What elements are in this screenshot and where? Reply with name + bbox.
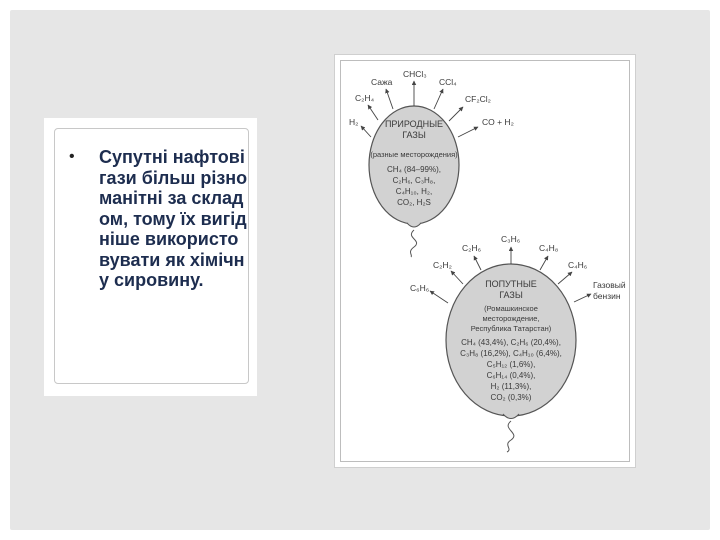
product-c2h4: C₂H₄ (355, 93, 375, 103)
natural-arrows (360, 80, 479, 138)
natural-composition-1: CH₄ (84–99%), (387, 165, 441, 174)
product-c6h6: C₆H₆ (410, 283, 429, 293)
associated-composition-1: CH₄ (43,4%), C₂H₆ (20,4%), (461, 338, 561, 347)
product-cf2cl2: CF₂Cl₂ (465, 94, 491, 104)
text-panel: • Супутні нафтові гази більш різноманітн… (44, 118, 257, 396)
product-c4h8: C₄H₈ (539, 243, 559, 253)
associated-sub-1: (Ромашкинское (484, 304, 538, 313)
associated-arrows (429, 246, 592, 304)
bullet-text: Супутні нафтові гази більш різноманітні … (99, 147, 248, 290)
natural-composition-4: CO₂, H₂S (397, 198, 431, 207)
associated-composition-5: H₂ (11,3%), (491, 382, 532, 391)
product-gasoline-1: Газовый (593, 280, 626, 290)
associated-gas-balloon: ПОПУТНЫЕ ГАЗЫ (Ромашкинское месторождени… (410, 234, 626, 453)
product-gasoline-2: бензин (593, 291, 621, 301)
natural-title-2: ГАЗЫ (402, 130, 426, 140)
gas-balloons-diagram: ПРИРОДНЫЕ ГАЗЫ (разные месторождения) CH… (349, 69, 626, 453)
natural-title-1: ПРИРОДНЫЕ (385, 119, 443, 129)
associated-composition-2: C₃H₈ (16,2%), C₄H₁₀ (6,4%), (460, 349, 562, 358)
associated-title-2: ГАЗЫ (499, 290, 523, 300)
bullet-marker: • (69, 148, 75, 165)
bullet-item: • Супутні нафтові гази більш різноманітн… (69, 147, 247, 291)
diagram-frame (340, 60, 630, 462)
associated-composition-4: C₆H₁₄ (0,4%), (487, 371, 536, 380)
product-c3h6: C₃H₆ (501, 234, 520, 244)
product-c2h6: C₂H₆ (462, 243, 481, 253)
natural-composition-2: C₂H₆, C₃H₈, (393, 176, 436, 185)
product-c4h6: C₄H₆ (568, 260, 587, 270)
product-soot: Сажа (371, 77, 393, 87)
associated-composition-6: CO₂ (0,3%) (491, 393, 532, 402)
diagram-panel: ПРИРОДНЫЕ ГАЗЫ (разные месторождения) CH… (334, 54, 636, 468)
text-box: • Супутні нафтові гази більш різноманітн… (54, 128, 249, 384)
associated-sub-3: Республика Татарстан) (471, 324, 552, 333)
associated-title-1: ПОПУТНЫЕ (485, 279, 537, 289)
natural-gas-balloon: ПРИРОДНЫЕ ГАЗЫ (разные месторождения) CH… (349, 69, 514, 258)
associated-composition-3: C₅H₁₂ (1,6%), (487, 360, 536, 369)
product-c2h2: C₂H₂ (433, 260, 452, 270)
natural-subtitle: (разные месторождения) (370, 150, 458, 159)
product-h2: H₂ (349, 117, 358, 127)
natural-composition-3: C₄H₁₀, H₂, (396, 187, 432, 196)
product-chcl3: CHCl₃ (403, 69, 427, 79)
product-ccl4: CCl₄ (439, 77, 457, 87)
product-syngas: CO + H₂ (482, 117, 514, 127)
associated-sub-2: месторождение, (482, 314, 539, 323)
